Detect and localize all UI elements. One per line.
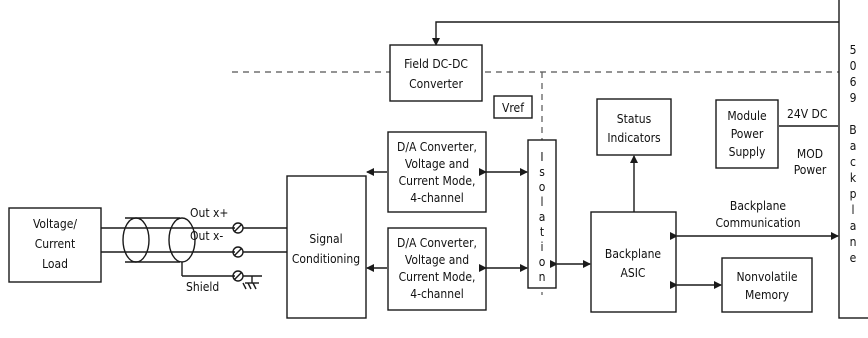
module-power-label-1: Module (727, 109, 767, 123)
backplane-letter: 9 (850, 91, 857, 105)
da-bottom-label-3: Current Mode, (399, 270, 476, 284)
isolation-letter: a (539, 210, 546, 224)
backplane-letter: p (850, 187, 857, 201)
nonvolatile-memory-label-1: Nonvolatile (736, 270, 797, 284)
field-dcdc-label-2: Converter (409, 77, 463, 91)
ground-icon (242, 275, 262, 290)
power-feed-line (432, 21, 840, 46)
nonvolatile-memory-block: Nonvolatile Memory (721, 257, 813, 313)
da-top-label-1: D/A Converter, (397, 140, 477, 154)
isolation-letter: i (541, 240, 544, 254)
cable (101, 217, 235, 277)
backplane-letter: n (850, 235, 857, 249)
signal-conditioning-block: Signal Conditioning (286, 175, 367, 319)
module-power-supply-block: Module Power Supply (715, 99, 779, 169)
isolation-block: I s o l a t i o n (527, 139, 557, 289)
isolation-letter: o (539, 180, 546, 194)
backplane-letter: e (850, 251, 857, 265)
mod-power-label-1: MOD (797, 147, 823, 161)
isolation-letter: I (540, 150, 543, 164)
mod-power-label-2: Power (794, 163, 827, 177)
backplane-letter: l (852, 203, 855, 217)
field-dcdc-label-1: Field DC-DC (404, 57, 468, 71)
isolation-letter: o (539, 255, 546, 269)
vref-label: Vref (502, 101, 525, 115)
vref-block: Vref (493, 95, 533, 119)
load-label-2: Current (35, 237, 76, 251)
load-label-1: Voltage/ (33, 217, 77, 231)
backplane-letter: c (850, 155, 856, 169)
isolation-letter: t (540, 225, 544, 239)
module-power-label-3: Supply (729, 145, 766, 159)
backplane-asic-block: Backplane ASIC (590, 211, 677, 313)
backplane-letter: B (849, 123, 856, 137)
backplane-asic-label-2: ASIC (621, 266, 646, 280)
backplane-letter: a (850, 219, 857, 233)
backplane-letter: a (850, 139, 857, 153)
signal-conditioning-label-2: Conditioning (292, 252, 360, 266)
backplane-comm-label-1: Backplane (730, 199, 787, 213)
field-dcdc-converter-block: Field DC-DC Converter (389, 44, 483, 102)
isolation-letter: n (539, 270, 546, 284)
isolation-letter: s (539, 165, 545, 179)
status-indicators-block: Status Indicators (596, 98, 672, 156)
ferrite-ring-1-icon (122, 217, 150, 263)
backplane-bus-block: 5 0 6 9 B a c k p l a n e (838, 0, 868, 319)
backplane-letter: 5 (850, 43, 857, 57)
v24-dc-label: 24V DC (787, 107, 827, 121)
signal-conditioning-label-1: Signal (309, 232, 342, 246)
da-converter-bottom-block: D/A Converter, Voltage and Current Mode,… (387, 227, 487, 311)
backplane-letter: 6 (850, 75, 857, 89)
load-block: Voltage/ Current Load (8, 207, 102, 283)
da-top-label-3: Current Mode, (399, 174, 476, 188)
backplane-letter: 0 (850, 59, 857, 73)
da-bottom-label-2: Voltage and (405, 253, 469, 267)
load-label-3: Load (42, 257, 68, 271)
da-top-label-2: Voltage and (405, 157, 469, 171)
shield-label: Shield (186, 280, 219, 294)
da-top-label-4: 4-channel (410, 191, 464, 205)
out-minus-label: Out x- (190, 229, 223, 243)
status-indicators-label-2: Indicators (607, 131, 661, 145)
status-indicators-label-1: Status (617, 112, 652, 126)
out-plus-label: Out x+ (190, 206, 228, 220)
da-bottom-label-1: D/A Converter, (397, 236, 477, 250)
backplane-asic-label-1: Backplane (605, 247, 662, 261)
module-power-label-2: Power (731, 127, 764, 141)
backplane-comm-label-2: Communication (715, 216, 800, 230)
da-converter-top-block: D/A Converter, Voltage and Current Mode,… (387, 131, 487, 213)
backplane-letter: k (850, 171, 857, 185)
nonvolatile-memory-label-2: Memory (745, 288, 790, 302)
isolation-letter: l (541, 195, 544, 209)
da-bottom-label-4: 4-channel (410, 287, 464, 301)
